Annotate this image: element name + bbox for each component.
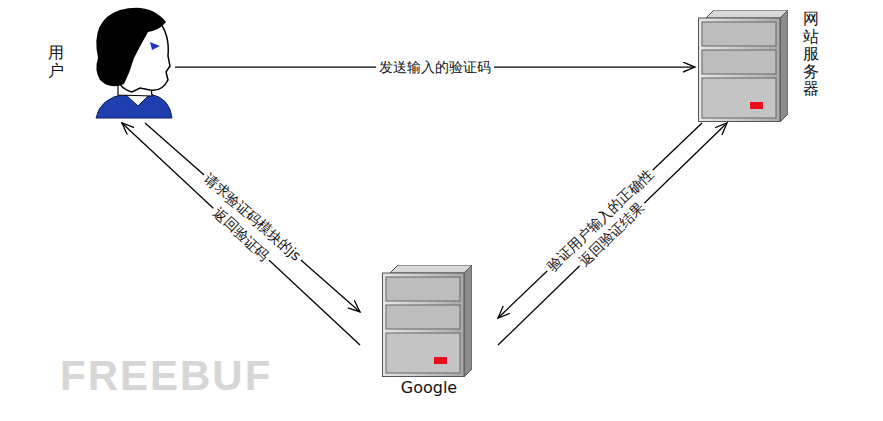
- server-icon: [383, 265, 473, 377]
- node-label: 网站服务器: [803, 10, 819, 98]
- user-figure: [96, 8, 172, 118]
- edge-label: 验证用户输入的正确性: [541, 164, 658, 277]
- arrow-connector: [498, 123, 727, 345]
- arrow-connector: [145, 123, 360, 312]
- watermark: FREEBUF: [60, 352, 272, 400]
- node-label: Google: [401, 378, 457, 397]
- server-node: Google: [360, 262, 498, 402]
- arrow-connector: [122, 123, 360, 345]
- server-node: 网站服务器: [695, 0, 830, 123]
- server-icon: [699, 10, 789, 122]
- node-label: 用户: [48, 44, 64, 79]
- user-node: 用户: [40, 0, 175, 123]
- edge-label: 发送输入的验证码: [376, 59, 494, 76]
- arrow-connector: [498, 123, 702, 318]
